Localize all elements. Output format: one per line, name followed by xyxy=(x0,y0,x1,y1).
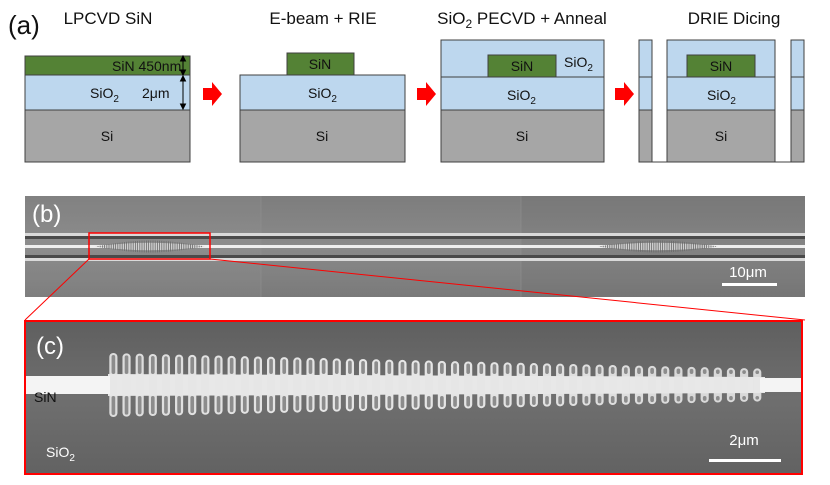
arrow-right-icon xyxy=(417,82,436,106)
step-4-trench-right xyxy=(774,110,792,163)
zoom-line-left xyxy=(24,258,90,321)
step-4-sin-waveguide xyxy=(686,54,756,78)
step-4-sio2-label: SiO2 xyxy=(707,87,736,107)
step-1-thickness-markers xyxy=(179,54,187,111)
step-2-ebeam-rie: E-beam + RIE SiN SiO2 Si xyxy=(239,9,406,163)
step-1-si-label: Si xyxy=(101,128,113,144)
waveguide-b xyxy=(25,245,805,248)
step-4-si-label: Si xyxy=(715,128,727,144)
step-3-si-label: Si xyxy=(516,128,528,144)
panel-c-tag: (c) xyxy=(36,333,64,360)
scale-bar-c xyxy=(709,459,781,462)
arrow-right-icon xyxy=(203,82,222,106)
highlight-box xyxy=(88,232,211,260)
step-1-sio2-layer xyxy=(24,74,191,111)
trench-edge-top xyxy=(25,233,805,236)
step-2-sin-waveguide xyxy=(286,52,355,76)
input-waveguide-c xyxy=(25,376,110,394)
step-2-sio2-layer xyxy=(239,74,406,111)
grating-gaps-c xyxy=(111,355,760,415)
scale-bar-label-c: 2μm xyxy=(729,432,758,449)
arrow-right-icon xyxy=(615,82,634,106)
step-4-drie-dicing: DRIE Dicing SiN SiO2 Si xyxy=(638,9,805,163)
scale-bar-b xyxy=(722,283,777,286)
panel-c: (c) SiN SiO2 2μm xyxy=(24,320,803,475)
sin-label-c: SiN xyxy=(34,389,57,405)
step-2-title: E-beam + RIE xyxy=(269,9,376,28)
step-3-cladding-label: SiO2 xyxy=(564,54,593,74)
grating-teeth-c xyxy=(109,353,762,417)
step-4-title: DRIE Dicing xyxy=(688,9,781,28)
panel-c-border xyxy=(24,320,803,475)
step-3-sin-label: SiN xyxy=(511,58,534,74)
step-2-si-layer xyxy=(239,109,406,163)
step-4-si-right xyxy=(790,109,805,163)
step-4-oxide-left xyxy=(638,39,653,111)
step-2-sin-label: SiN xyxy=(309,56,332,72)
step-3-sio2-layer xyxy=(440,76,605,111)
output-waveguide-c xyxy=(760,378,802,392)
zoom-line-right xyxy=(209,258,806,321)
step-4-si-left xyxy=(638,109,653,163)
step-2-sio2-label: SiO2 xyxy=(308,85,337,105)
panel-a: (a) LPCVD SiN SiN 450nm SiO2 2μm Si xyxy=(8,9,805,163)
step-1-sin-layer xyxy=(24,55,191,76)
step-3-sio2-label: SiO2 xyxy=(507,87,536,107)
panel-b-tag: (b) xyxy=(32,201,61,228)
step-2-si-label: Si xyxy=(316,128,328,144)
step-3-sin-waveguide xyxy=(487,54,557,78)
panel-a-tag: (a) xyxy=(8,10,40,40)
step-1-sio2-label: SiO2 xyxy=(90,85,119,105)
step-1-title: LPCVD SiN xyxy=(64,9,153,28)
grating-teeth-2 xyxy=(600,240,716,253)
sio2-label-c: SiO2 xyxy=(46,444,75,464)
step-1-si-layer xyxy=(24,109,191,163)
step-4-trench-left xyxy=(651,110,668,163)
step-3-si-layer xyxy=(440,109,605,163)
trench-edge-bottom xyxy=(25,258,805,261)
step-3-title: SiO2 PECVD + Anneal xyxy=(437,9,607,31)
step-4-oxide-right xyxy=(790,39,805,111)
step-1-sio2-thickness: 2μm xyxy=(142,85,170,101)
grating-teeth-1 xyxy=(97,240,202,253)
step-1-lpcvd-sin: LPCVD SiN SiN 450nm SiO2 2μm Si xyxy=(24,9,191,163)
step-4-sin-label: SiN xyxy=(710,58,733,74)
step-3-pecvd-anneal: SiO2 PECVD + Anneal SiN SiO2 SiO2 Si xyxy=(437,9,607,163)
panel-b: (b) 10μm xyxy=(25,196,805,297)
scale-bar-label-b: 10μm xyxy=(729,264,767,281)
step-1-sin-label: SiN 450nm xyxy=(112,58,181,74)
